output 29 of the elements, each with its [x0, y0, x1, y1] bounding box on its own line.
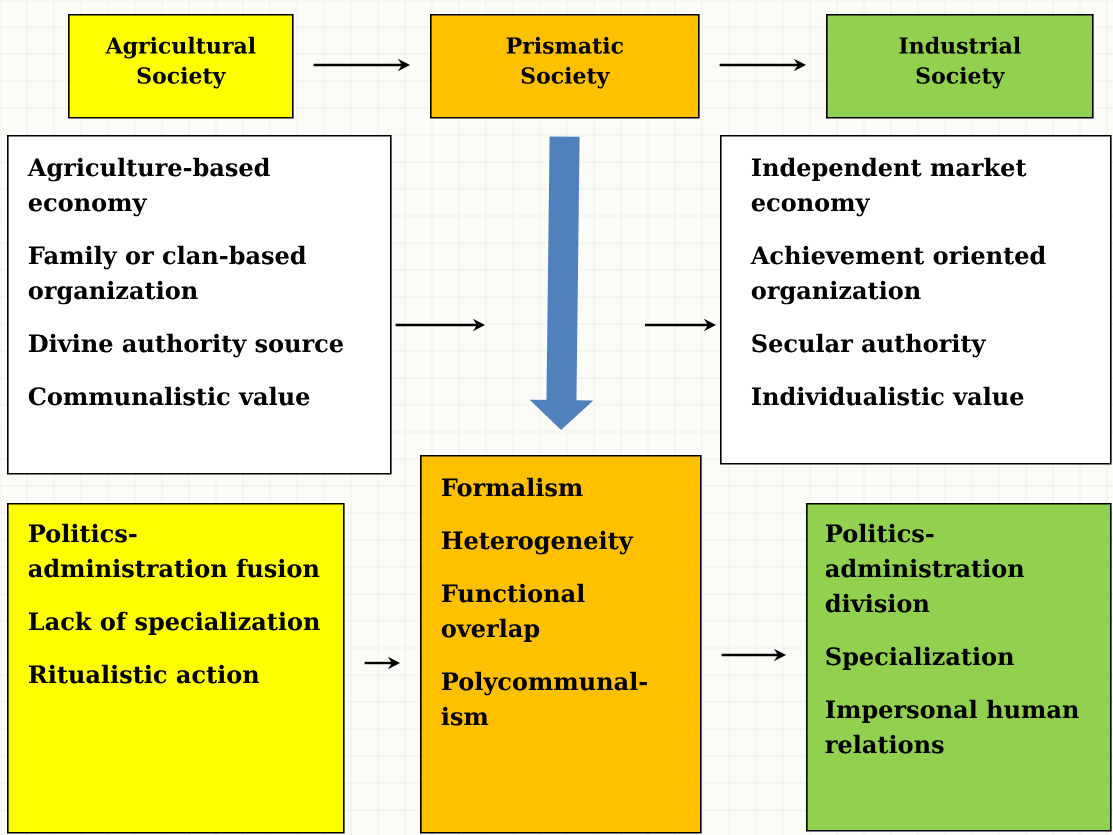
society-box	[826, 14, 1094, 119]
trait-text: Formalism	[441, 477, 583, 497]
trait-text: Individualistic value	[751, 386, 1024, 406]
trait-text: Impersonal human relations	[825, 699, 1079, 754]
trait-text: Polycommunal-ism	[441, 671, 647, 726]
trait-text: Achievement oriented organization	[750, 245, 1046, 305]
trait-text: Agricultural Society	[105, 36, 256, 89]
trait-text: Prismatic Society	[506, 36, 623, 89]
trait-text: Heterogeneity	[441, 530, 634, 555]
trait-list-box	[806, 503, 1112, 832]
trait-text: Secular authority	[752, 333, 987, 358]
trait-list-box	[420, 455, 702, 834]
trait-text: Industrial Society	[899, 36, 1021, 89]
trait-text: Ritualistic action	[28, 664, 260, 684]
trait-text: Divine authority source	[28, 333, 343, 358]
trait-list-box	[720, 135, 1112, 465]
trait-text: Agriculture-based economy	[27, 157, 270, 217]
trait-text: Politics-administration division	[825, 523, 1025, 613]
trait-text: Politics-administration fusion	[28, 523, 320, 578]
trait-list-box	[7, 135, 392, 475]
trait-text: Specialization	[826, 646, 1014, 671]
society-box	[430, 14, 700, 119]
trait-text: Lack of specialization	[28, 611, 320, 636]
trait-list-box	[7, 503, 345, 834]
trait-text: Communalistic value	[28, 386, 310, 406]
society-box	[68, 14, 294, 119]
trait-text: Independent market economy	[751, 157, 1027, 217]
trait-text: Family or clan-based organization	[28, 245, 307, 305]
trait-text: Functional overlap	[441, 583, 585, 643]
